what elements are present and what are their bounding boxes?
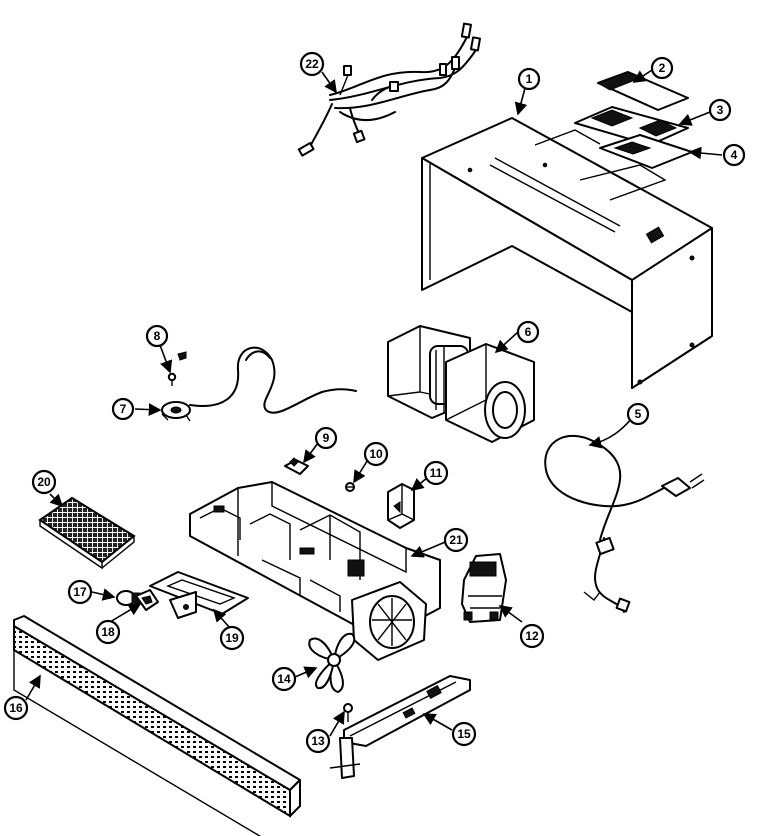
- callout-6: 6: [516, 320, 540, 344]
- callout-19: 19: [219, 625, 245, 651]
- relay-module: [387, 483, 415, 529]
- control-board: [574, 106, 689, 146]
- svg-text:17: 17: [73, 585, 87, 599]
- callout-12: 12: [519, 623, 545, 649]
- callout-15: 15: [451, 721, 477, 747]
- front-grille: [13, 615, 301, 836]
- svg-text:14: 14: [277, 672, 291, 686]
- wire-harness: [297, 22, 481, 157]
- svg-text:16: 16: [9, 701, 23, 715]
- leader-lines: [25, 69, 723, 737]
- screw-small: [345, 482, 355, 492]
- screw-mount: [343, 703, 353, 722]
- svg-text:2: 2: [659, 61, 666, 75]
- svg-text:19: 19: [225, 631, 239, 645]
- svg-text:8: 8: [154, 329, 161, 343]
- thermal-cutout: [161, 346, 357, 422]
- callout-14: 14: [271, 666, 297, 692]
- callout-9: 9: [314, 426, 338, 450]
- fan-blade: [308, 632, 356, 693]
- lamp-socket: [135, 589, 159, 611]
- grease-filter: [38, 496, 136, 570]
- callout-13: 13: [305, 728, 331, 754]
- callout-16: 16: [3, 695, 29, 721]
- svg-text:13: 13: [311, 734, 325, 748]
- svg-text:6: 6: [525, 325, 532, 339]
- lamp-housing: [149, 571, 249, 619]
- blower-motor-assembly: [387, 325, 535, 443]
- svg-text:1: 1: [526, 72, 533, 86]
- svg-text:11: 11: [430, 466, 443, 480]
- transformer: [461, 553, 507, 623]
- base-assembly: [189, 481, 441, 661]
- control-panel-cover: [596, 71, 689, 111]
- svg-text:18: 18: [101, 625, 115, 639]
- svg-text:12: 12: [525, 629, 539, 643]
- mounting-screws: [167, 351, 187, 386]
- damper-bracket: [284, 457, 309, 475]
- lamp-bulb: [116, 590, 141, 606]
- svg-text:5: 5: [635, 407, 642, 421]
- callout-18: 18: [95, 619, 121, 645]
- svg-text:22: 22: [305, 57, 319, 71]
- svg-text:7: 7: [120, 402, 127, 416]
- callout-1: 1: [517, 67, 541, 91]
- outer-cabinet: [421, 117, 713, 389]
- svg-text:3: 3: [717, 103, 724, 117]
- callout-8: 8: [145, 324, 169, 348]
- callout-21: 21: [443, 527, 469, 553]
- callout-5: 5: [626, 402, 650, 426]
- callout-3: 3: [708, 98, 732, 122]
- callout-11: 11: [423, 460, 449, 486]
- panel-bracket: [599, 134, 693, 169]
- svg-text:20: 20: [37, 475, 51, 489]
- power-cord: [544, 435, 705, 613]
- svg-text:15: 15: [457, 727, 471, 741]
- callout-20: 20: [31, 469, 57, 495]
- svg-text:10: 10: [369, 447, 383, 461]
- svg-text:9: 9: [323, 431, 330, 445]
- mounting-bracket: [329, 675, 471, 779]
- svg-text:21: 21: [449, 533, 463, 547]
- callout-4: 4: [722, 143, 746, 167]
- svg-text:4: 4: [731, 148, 738, 162]
- callout-2: 2: [650, 56, 674, 80]
- callout-7: 7: [111, 397, 135, 421]
- callout-17: 17: [67, 579, 93, 605]
- callout-10: 10: [363, 441, 389, 467]
- callout-22: 22: [299, 51, 325, 77]
